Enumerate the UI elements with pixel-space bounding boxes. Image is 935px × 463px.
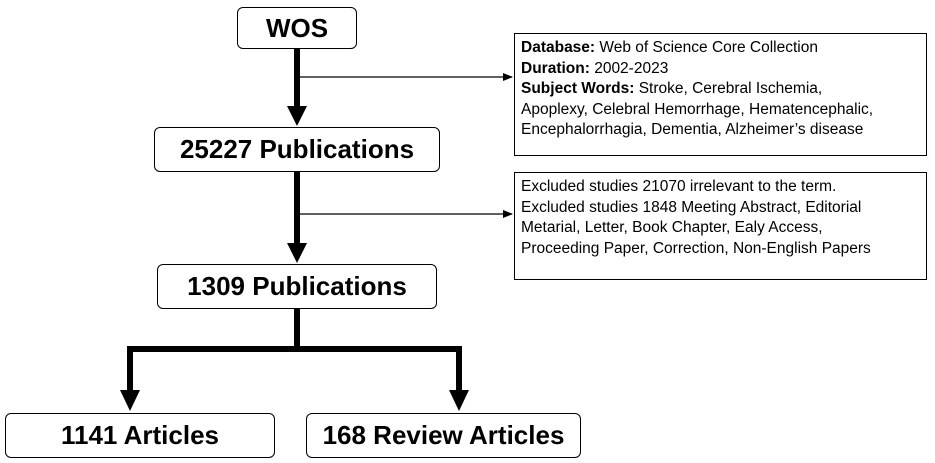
- exclusion-box: Excluded studies 21070 irrelevant to the…: [514, 172, 927, 280]
- exclusion-line-2: Excluded studies 1848 Meeting Abstract, …: [521, 198, 862, 216]
- node-wos: WOS: [237, 7, 357, 49]
- database-value: Web of Science Core Collection: [595, 39, 818, 56]
- duration-key: Duration:: [521, 59, 590, 77]
- arrowhead-pub1: [287, 106, 307, 126]
- node-articles: 1141 Articles: [5, 413, 275, 458]
- subject-value-1: Stroke, Cerebral Ischemia,: [634, 80, 823, 97]
- subject-key: Subject Words:: [521, 80, 635, 97]
- node-publications-1309: 1309 Publications: [157, 264, 437, 309]
- arrowhead-reviews: [449, 390, 469, 411]
- exclusion-line-4: Proceeding Paper, Correction, Non-Englis…: [521, 239, 871, 257]
- duration-value: 2002-2023: [589, 59, 669, 77]
- subject-value-2: Apoplexy, Celebral Hemorrhage, Hematence…: [521, 100, 874, 118]
- arrowhead-articles: [120, 390, 140, 411]
- arrowhead-pub2: [287, 243, 307, 263]
- search-criteria-box: Database: Web of Science Core Collection…: [514, 33, 927, 156]
- exclusion-line-1: Excluded studies 21070 irrelevant to the…: [521, 178, 837, 195]
- node-publications-25227: 25227 Publications: [154, 127, 440, 172]
- database-key: Database:: [521, 39, 596, 56]
- subject-line: Subject Words: Stroke, Cerebral Ischemia…: [521, 79, 920, 100]
- duration-line: Duration: 2002-2023: [521, 59, 920, 80]
- database-line: Database: Web of Science Core Collection: [521, 38, 920, 59]
- exclusion-line-3: Metarial, Letter, Book Chapter, Ealy Acc…: [521, 219, 823, 236]
- subject-value-3: Encephalorrhagia, Dementia, Alzheimer’s …: [521, 121, 864, 138]
- node-review-articles: 168 Review Articles: [306, 413, 581, 458]
